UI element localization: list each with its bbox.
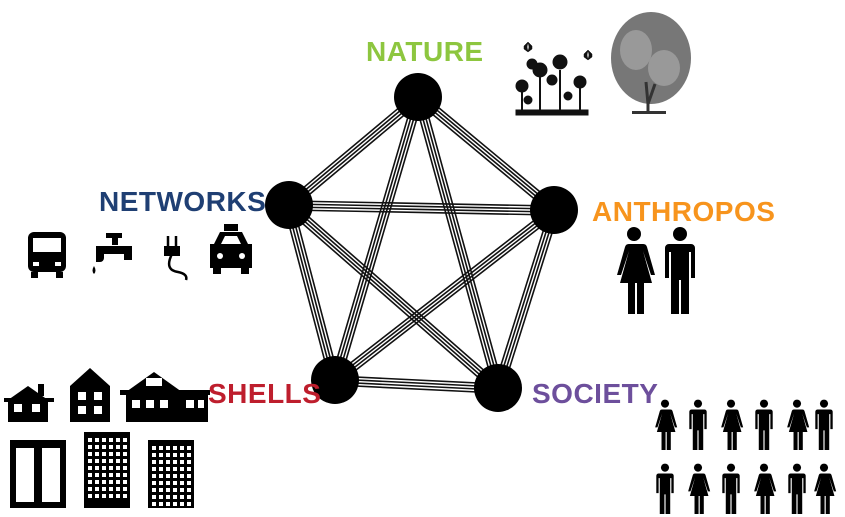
node-label-networks: NETWORKS <box>99 186 267 217</box>
edge-nature-shells <box>330 95 424 382</box>
node-group <box>265 73 578 412</box>
water-tap-icon <box>92 233 132 274</box>
node-label-nature: NATURE <box>366 36 484 67</box>
edge-anthropos-society <box>493 208 560 390</box>
edge-anthropos-shells <box>332 206 558 385</box>
edge-shells-networks <box>283 203 340 382</box>
edge-society-shells <box>334 375 499 394</box>
electric-plug-icon <box>164 236 188 281</box>
bus-icon <box>28 232 66 278</box>
edge-nature-networks <box>285 93 422 210</box>
node-shells <box>311 356 359 404</box>
woman-icon <box>617 227 655 314</box>
node-label-anthropos: ANTHROPOS <box>592 196 776 227</box>
node-nature <box>394 73 442 121</box>
taxi-icon <box>210 224 252 274</box>
edge-anthropos-networks <box>288 200 555 216</box>
crowd-of-people-icon <box>655 399 837 515</box>
edge-nature-society <box>413 95 504 390</box>
tree-icon <box>611 12 691 114</box>
houses-icon <box>4 368 210 422</box>
node-society <box>474 364 522 412</box>
apartment-buildings-icon <box>10 432 194 508</box>
node-label-shells: SHELLS <box>208 378 322 409</box>
edge-society-networks <box>285 201 502 393</box>
edge-nature-anthropos <box>414 92 558 214</box>
edge-group <box>283 92 560 394</box>
node-anthropos <box>530 186 578 234</box>
flowers-with-butterflies-icon <box>515 41 593 116</box>
man-icon <box>665 227 695 314</box>
building-windows <box>88 438 191 506</box>
node-networks <box>265 181 313 229</box>
node-label-society: SOCIETY <box>532 378 659 409</box>
